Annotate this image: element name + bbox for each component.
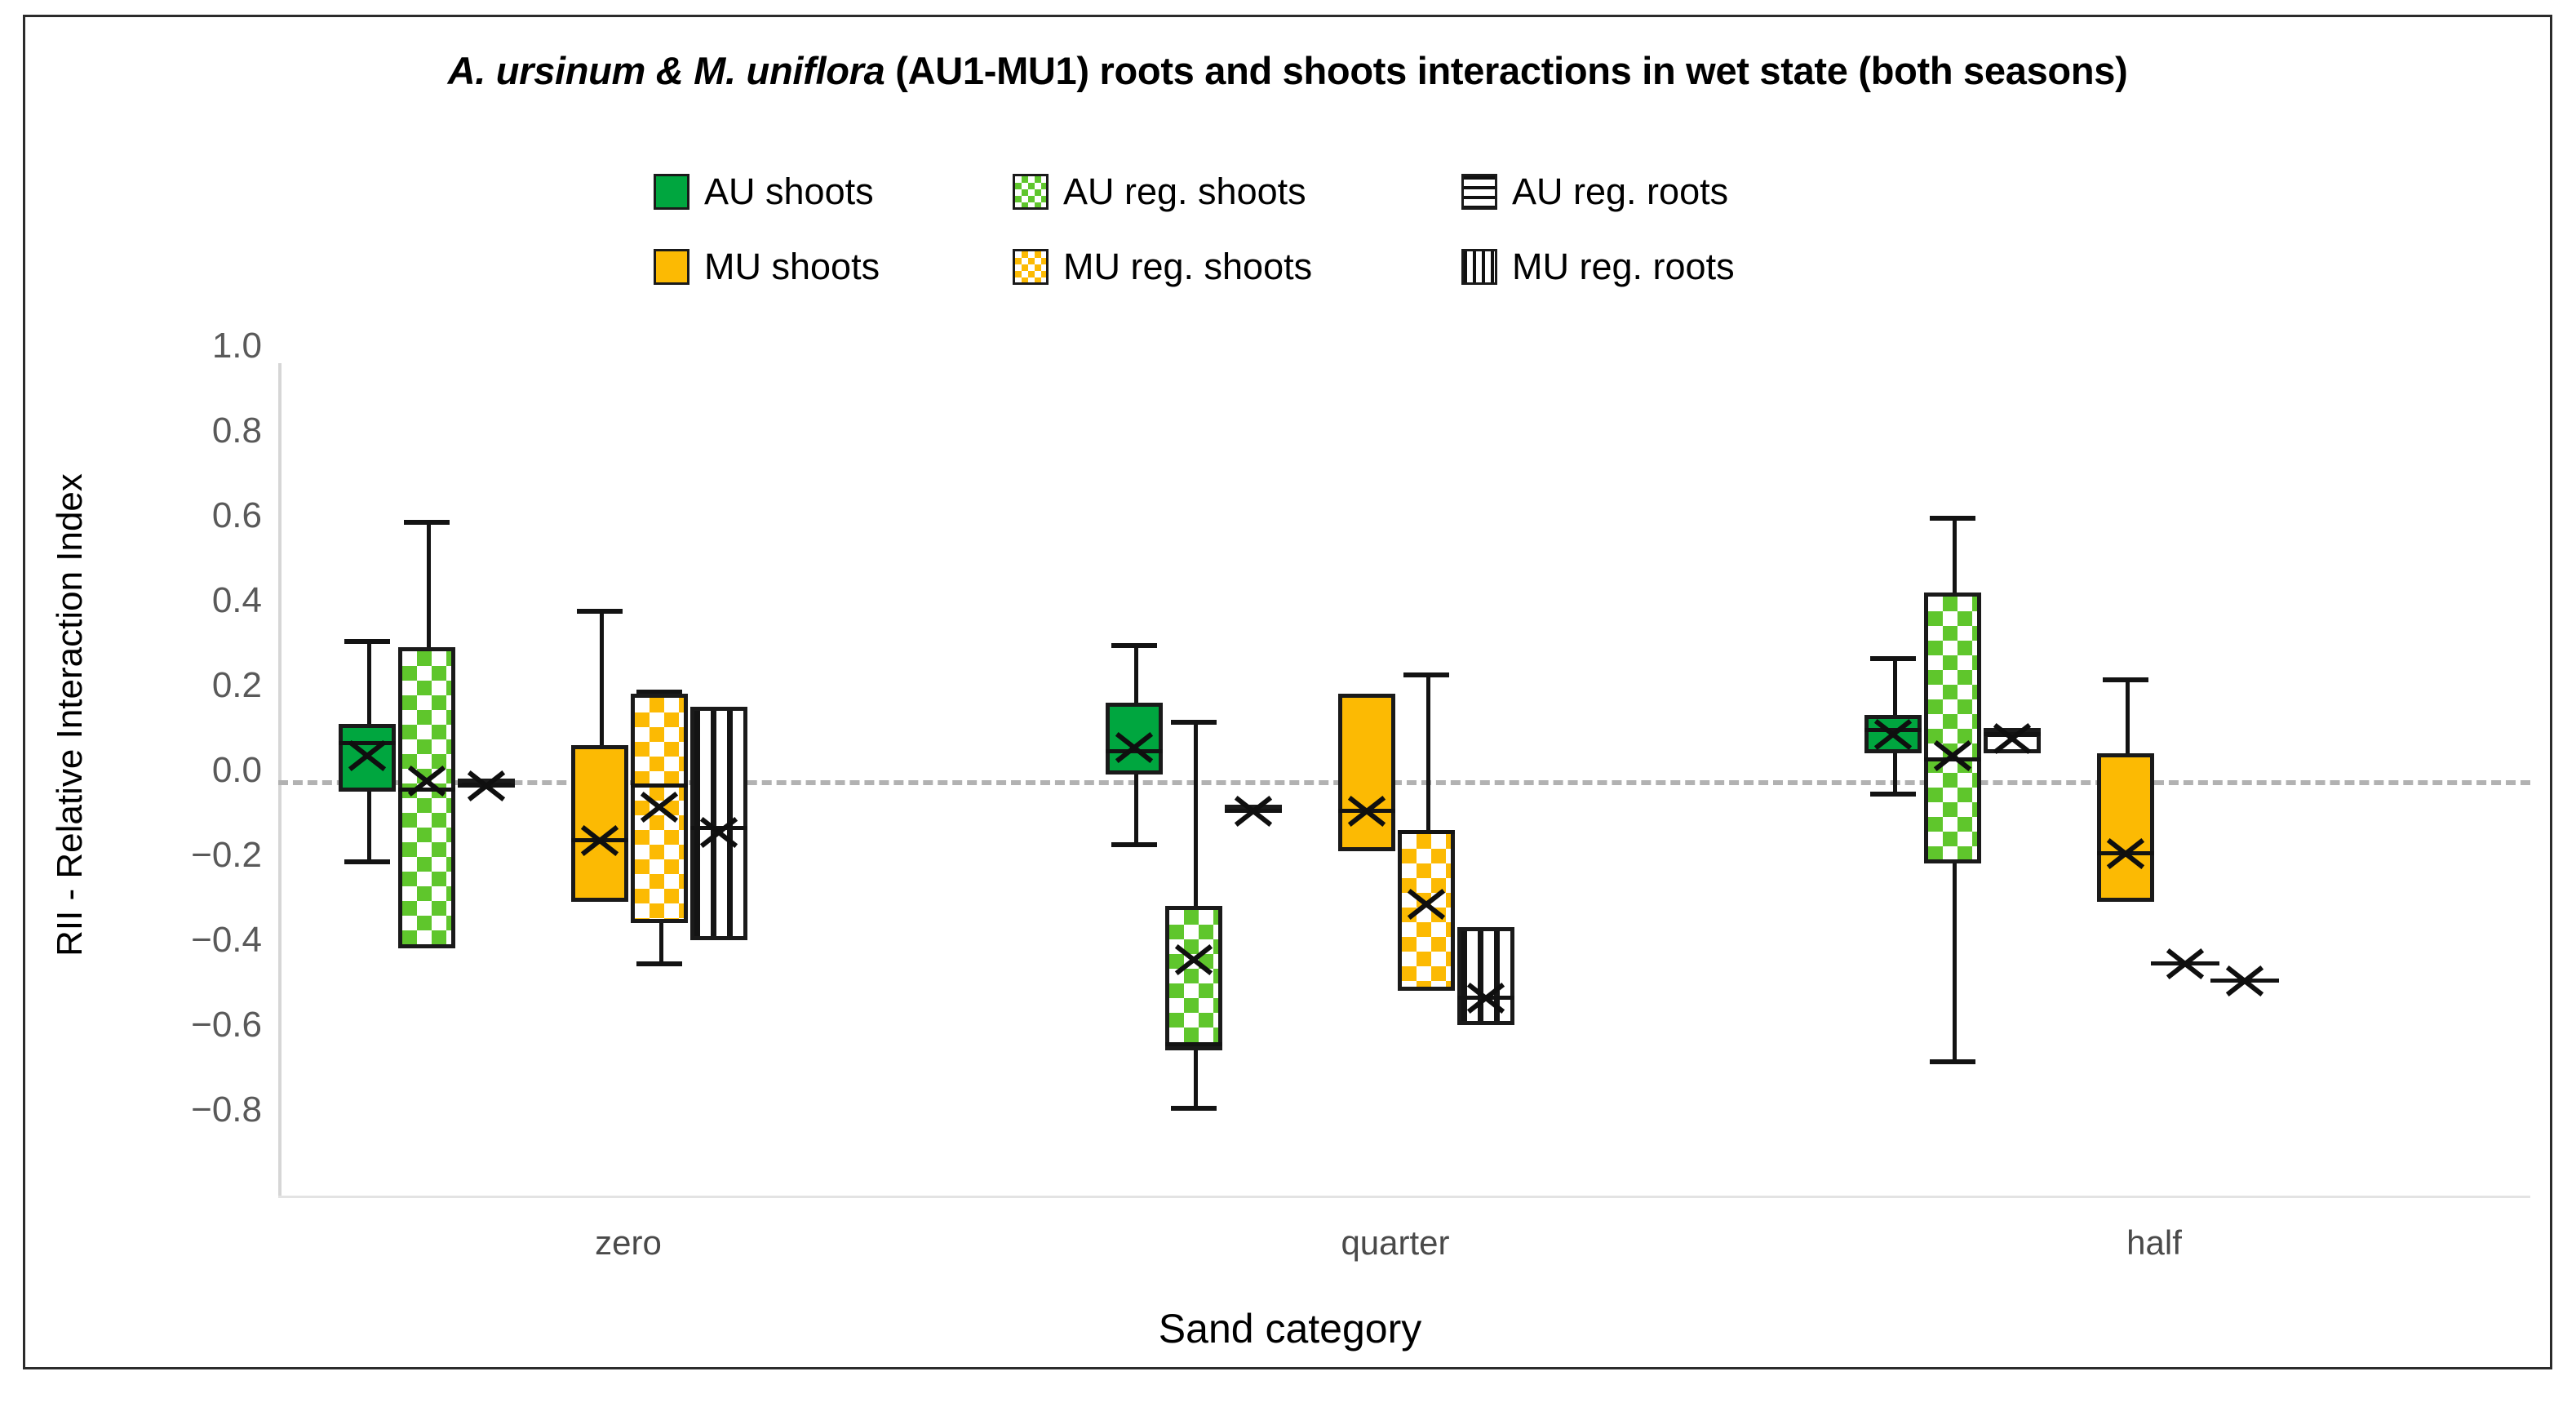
boxplot-au-reg-shoots-half (25, 17, 2550, 1367)
mean-marker-x-icon (2223, 956, 2267, 1001)
whisker-lower (1194, 1050, 1198, 1106)
whisker-cap-lower (344, 859, 390, 865)
boxplot-au-shoots-quarter (25, 17, 2550, 1367)
whisker-upper (2126, 677, 2130, 754)
whisker-cap-upper (2103, 677, 2148, 682)
boxplot-mu-reg-shoots-zero (25, 17, 2550, 1367)
whisker-cap-upper (1870, 655, 1916, 661)
legend-swatch-au-reg-roots-icon (1461, 174, 1497, 210)
y-axis-tick-0neg8: 0.8 (211, 411, 262, 451)
legend-label-au-reg-shoots: AU reg. shoots (1063, 171, 1306, 212)
chart-title: A. ursinum & M. uniflora (AU1-MU1) roots… (25, 48, 2550, 93)
x-axis-category-half: half (2126, 1223, 2182, 1262)
legend-label-au-shoots: AU shoots (704, 171, 874, 212)
boxplot-mu-reg-shoots-quarter (25, 17, 2550, 1367)
median-line (1165, 1041, 1222, 1046)
whisker-cap-lower (636, 961, 682, 966)
whisker-lower (367, 792, 371, 860)
y-axis-tick-neg0-4: −0.4 (191, 920, 262, 960)
y-axis-tick-0neg2: 0.2 (211, 665, 262, 705)
boxplot-au-reg-roots-half (25, 17, 2550, 1367)
legend-swatch-mu-reg-roots-icon (1461, 249, 1497, 285)
y-axis-tick-neg0-6: −0.6 (191, 1005, 262, 1045)
whisker-cap-lower (1930, 1059, 1975, 1064)
boxplot-mu-shoots-half (25, 17, 2550, 1367)
x-axis-category-zero: zero (595, 1223, 662, 1262)
whisker-lower (659, 923, 663, 961)
whisker-cap-upper (1111, 643, 1157, 648)
boxplot-au-shoots-zero (25, 17, 2550, 1367)
figure-frame: A. ursinum & M. uniflora (AU1-MU1) roots… (23, 15, 2552, 1369)
legend-item-mu-reg-shoots: MU reg. shoots (1013, 246, 1461, 288)
median-line (1398, 829, 1455, 834)
whisker-cap-lower (1171, 1105, 1217, 1111)
box-iqr (2097, 753, 2154, 903)
whisker-upper (367, 638, 371, 724)
x-axis-category-quarter: quarter (1341, 1223, 1450, 1262)
legend-swatch-au-shoots-icon (654, 174, 689, 210)
zero-reference-line (278, 780, 2530, 785)
legend-item-mu-shoots: MU shoots (654, 246, 1013, 288)
chart-legend: AU shoots AU reg. shoots AU reg. roots M… (654, 154, 1975, 304)
whisker-cap-upper (1930, 516, 1975, 521)
legend-item-mu-reg-roots: MU reg. roots (1461, 246, 1845, 288)
whisker-upper (600, 609, 604, 745)
chart-title-italic-part: A. ursinum & M. uniflora (447, 49, 885, 92)
whisker-lower (1953, 863, 1957, 1059)
legend-label-mu-reg-roots: MU reg. roots (1512, 246, 1735, 287)
whisker-upper (1194, 719, 1198, 907)
whisker-cap-upper (404, 520, 450, 526)
y-axis-tick-0neg6: 0.6 (211, 495, 262, 535)
y-axis-tick-neg0-8: −0.8 (191, 1090, 262, 1130)
boxplot-au-shoots-half (25, 17, 2550, 1367)
whisker-cap-upper (344, 638, 390, 644)
boxplot-mu-reg-shoots-half (25, 17, 2550, 1367)
whisker-upper (1134, 643, 1138, 703)
legend-item-au-reg-roots: AU reg. roots (1461, 171, 1845, 213)
y-axis-line (278, 363, 282, 1196)
y-axis-tick-0neg0: 0.0 (211, 750, 262, 790)
y-axis-tick-neg0-2: −0.2 (191, 835, 262, 875)
legend-item-au-shoots: AU shoots (654, 171, 1013, 213)
boxplot-mu-reg-roots-half (25, 17, 2550, 1367)
legend-label-mu-shoots: MU shoots (704, 246, 880, 287)
y-axis-tick-0neg4: 0.4 (211, 580, 262, 620)
whisker-upper (1426, 672, 1430, 830)
x-axis-line (278, 1196, 2530, 1198)
plot-area (25, 17, 2550, 1367)
legend-item-au-reg-shoots: AU reg. shoots (1013, 171, 1461, 213)
boxplot-au-reg-roots-zero (25, 17, 2550, 1367)
boxplot-mu-shoots-quarter (25, 17, 2550, 1367)
legend-label-mu-reg-shoots: MU reg. shoots (1063, 246, 1313, 287)
boxplot-mu-reg-roots-zero (25, 17, 2550, 1367)
legend-swatch-au-reg-shoots-icon (1013, 174, 1049, 210)
boxplot-mu-reg-roots-quarter (25, 17, 2550, 1367)
whisker-upper (1953, 516, 1957, 593)
box-iqr (1924, 592, 1981, 864)
legend-swatch-mu-shoots-icon (654, 249, 689, 285)
whisker-upper (427, 520, 431, 648)
whisker-cap-upper (577, 609, 623, 615)
whisker-cap-lower (1111, 842, 1157, 848)
whisker-cap-upper (1403, 672, 1449, 678)
whisker-cap-lower (1870, 792, 1916, 797)
whisker-cap-upper (1171, 719, 1217, 725)
whisker-upper (1893, 655, 1897, 716)
x-axis-title: Sand category (1158, 1306, 1422, 1352)
whisker-lower (1134, 775, 1138, 843)
legend-label-au-reg-roots: AU reg. roots (1512, 171, 1729, 212)
y-axis-tick-1neg0: 1.0 (211, 326, 262, 366)
chart-title-rest: (AU1-MU1) roots and shoots interactions … (885, 49, 2128, 92)
boxplot-au-reg-shoots-zero (25, 17, 2550, 1367)
legend-swatch-mu-reg-shoots-icon (1013, 249, 1049, 285)
boxplot-mu-shoots-zero (25, 17, 2550, 1367)
whisker-lower (1893, 753, 1897, 792)
boxplot-au-reg-roots-quarter (25, 17, 2550, 1367)
boxplot-au-reg-shoots-quarter (25, 17, 2550, 1367)
whisker-cap-upper (636, 690, 682, 695)
y-axis-tick-labels: 1.0 0.8 0.6 0.4 0.2 0.0 −0.2 −0.4 −0.6 −0.8 (131, 17, 262, 1407)
